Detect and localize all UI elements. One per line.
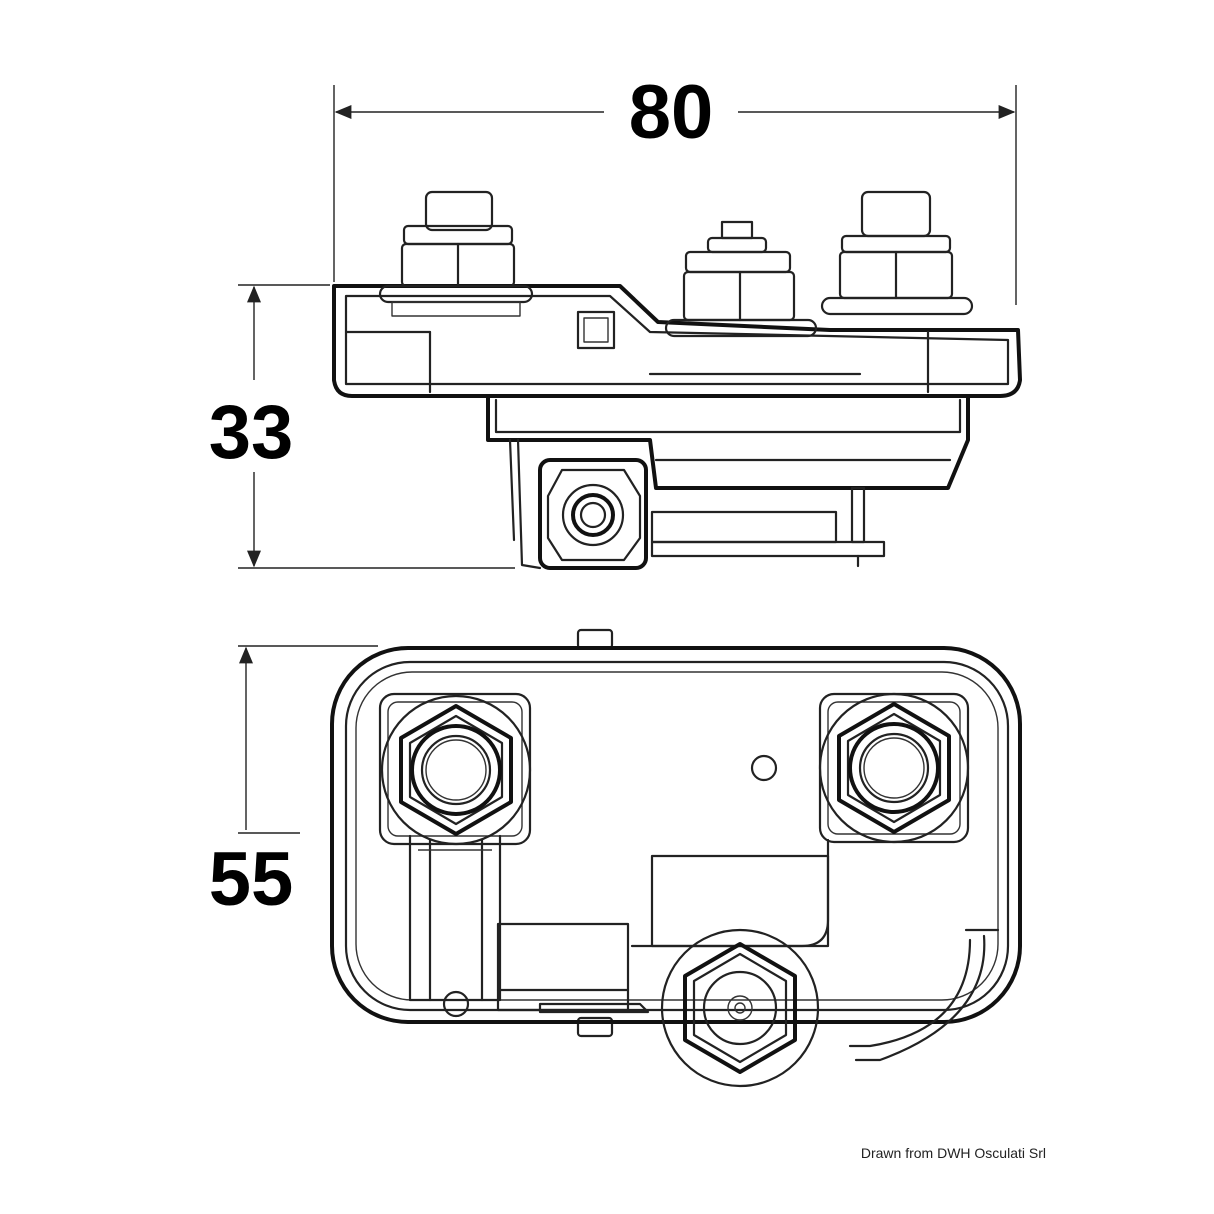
top-view-tab-bottom [576, 1016, 614, 1038]
side-terminal-right [820, 190, 974, 316]
credit-text: Drawn from DWH Osculati Srl [861, 1145, 1046, 1161]
dimension-depth: 55 [209, 645, 378, 922]
side-view-housing [486, 394, 970, 490]
top-terminal-center [660, 928, 820, 1088]
top-view-body [330, 646, 1022, 1024]
side-terminal-left [378, 190, 534, 317]
side-terminal-center [664, 220, 818, 338]
side-view-body [332, 284, 1022, 398]
top-terminal-right [818, 692, 970, 844]
dimension-depth-label: 55 [209, 837, 294, 922]
dimension-width-label: 80 [629, 70, 714, 155]
dimension-width: 80 [333, 70, 1017, 305]
side-terminal-bottom [538, 458, 648, 570]
top-terminal-left [378, 692, 532, 846]
side-view [332, 190, 1022, 570]
top-view [330, 628, 1022, 1088]
dimension-height: 33 [209, 284, 515, 569]
top-view-tab-top [576, 628, 614, 650]
dimension-height-label: 33 [209, 390, 294, 475]
top-bus-strap-left [408, 834, 502, 1018]
mounting-hole-upper [750, 754, 778, 782]
